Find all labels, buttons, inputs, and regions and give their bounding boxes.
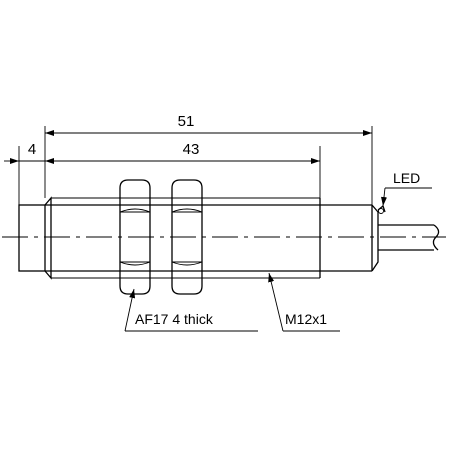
nut-callout: AF17 4 thick: [124, 288, 258, 332]
hex-nut-1: [119, 179, 151, 295]
nut-label: AF17 4 thick: [135, 311, 214, 327]
dimension-overall-length-value: 51: [178, 113, 195, 130]
led-indicator: [377, 204, 386, 214]
led-label: LED: [393, 170, 420, 186]
dimension-thread-length: 43: [45, 141, 320, 164]
dimension-front-offset: 4: [4, 141, 45, 164]
dimension-thread-length-value: 43: [183, 141, 200, 158]
thread-callout: M12x1: [268, 272, 340, 332]
thread-label: M12x1: [285, 311, 327, 327]
cable: [378, 224, 440, 251]
led-callout: LED: [381, 170, 432, 207]
dimension-front-offset-value: 4: [28, 141, 36, 158]
dimension-overall-length: 51: [45, 113, 372, 136]
rear-housing: [319, 198, 379, 278]
sensor-front-cap: [18, 204, 46, 272]
extension-lines: [18, 126, 373, 205]
hex-nut-2: [171, 179, 203, 295]
threaded-body: [44, 196, 320, 280]
